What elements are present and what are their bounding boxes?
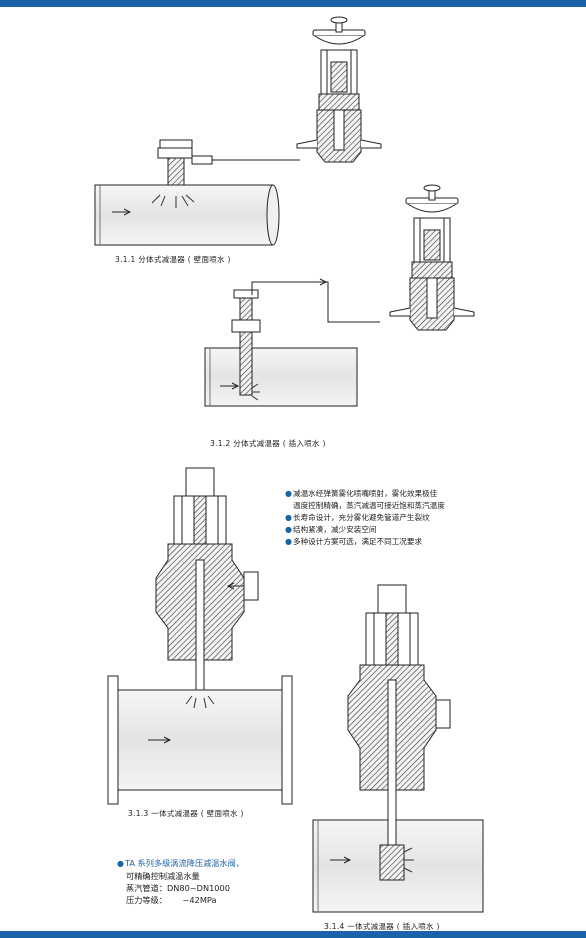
caption-312: 3.1.2 分体式减温器 ( 插入喷水 ) xyxy=(210,439,326,448)
bullet-dot-icon: ● xyxy=(285,489,292,498)
bottom-border-strip xyxy=(0,931,586,938)
bullet-dot-icon: ● xyxy=(117,859,124,868)
spec-line-control: 可精确控制减温水量 xyxy=(126,871,200,881)
bullet-dot-icon: ● xyxy=(285,525,292,534)
caption-311: 3.1.1 分体式减温器 ( 壁面喷水 ) xyxy=(115,255,231,264)
feature-item: ●结构紧凑，减少安装空间 xyxy=(285,525,377,534)
bullet-dot-icon: ● xyxy=(285,513,292,522)
drawing-314 xyxy=(312,584,484,913)
spec-line-pipe: 蒸汽管道：DN80~DN1000 xyxy=(126,883,230,893)
feature-item: ●温度控制精确，蒸汽减温可接近饱和蒸汽温度 xyxy=(292,501,445,510)
top-border-strip xyxy=(0,0,586,7)
spec-line-pressure: 压力等级： ~42MPa xyxy=(126,895,217,905)
feature-item: ●减温水经弹簧雾化喷嘴喷射，雾化效果极佳 xyxy=(285,489,438,498)
bullet-dot-icon: ● xyxy=(285,537,292,546)
feature-item: ●多种设计方案可选，满足不同工况要求 xyxy=(285,537,423,546)
drawing-313 xyxy=(107,467,293,805)
spec-line-series: ●TA 系列多级涡流降压减温水阀， xyxy=(117,858,244,868)
caption-314: 3.1.4 一体式减温器 ( 插入喷水 ) xyxy=(324,922,440,931)
drawing-311 xyxy=(94,16,382,246)
caption-313: 3.1.3 一体式减温器 ( 壁面喷水 ) xyxy=(128,809,244,818)
feature-list: ●减温水经弹簧雾化喷嘴喷射，雾化效果极佳 ●温度控制精确，蒸汽减温可接近饱和蒸汽… xyxy=(285,488,585,548)
feature-item: ●长寿命设计，充分雾化避免管道产生裂纹 xyxy=(285,513,430,522)
spec-block: ●TA 系列多级涡流降压减温水阀， 可精确控制减温水量 蒸汽管道：DN80~DN… xyxy=(117,857,337,906)
drawing-312 xyxy=(204,184,475,407)
